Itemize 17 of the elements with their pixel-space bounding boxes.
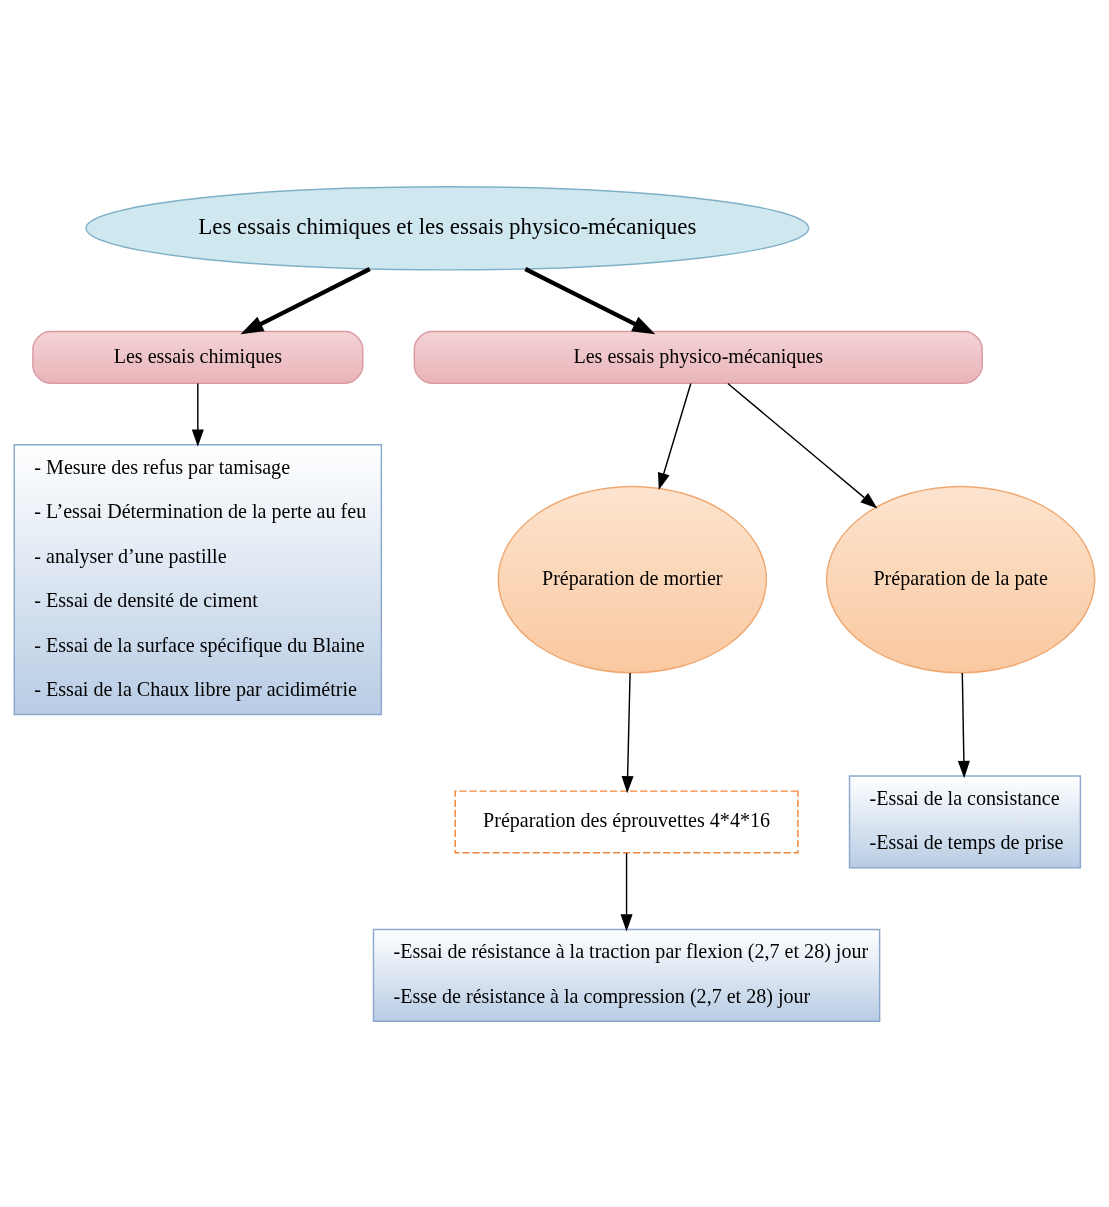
- arrow: [620, 851, 633, 932]
- node-box: - Mesure des refus par tamisage - L’essai Détermination de la perte au feu - analyser d’une pastille - Essai de densité de ciment - Essai de la surface spécifique du Blaine - Essai de la Chaux libre par acidimétrie: [13, 443, 383, 715]
- node-box: -Essai de la consistance -Essai de temps de prise: [848, 774, 1082, 869]
- node-box: Préparation des éprouvettes 4*4*16: [454, 789, 799, 853]
- arrow: [621, 671, 634, 793]
- arrow: [524, 266, 656, 334]
- node-box: Les essais chimiques: [32, 330, 364, 384]
- node-box: Les essais physico-mécaniques: [413, 330, 983, 384]
- node-ellipse: Préparation de mortier: [497, 485, 768, 674]
- arrow: [657, 382, 692, 490]
- arrow: [727, 382, 878, 509]
- arrow: [191, 382, 204, 447]
- node-ellipse: Préparation de la pate: [825, 485, 1096, 674]
- arrow: [957, 671, 970, 778]
- arrow: [240, 266, 371, 334]
- node-ellipse: Les essais chimiques et les essais physico-mécaniques: [85, 185, 810, 271]
- node-box: -Essai de résistance à la traction par flexion (2,7 et 28) jour -Esse de résistance à la compression (2,7 et 28) jour: [372, 928, 881, 1022]
